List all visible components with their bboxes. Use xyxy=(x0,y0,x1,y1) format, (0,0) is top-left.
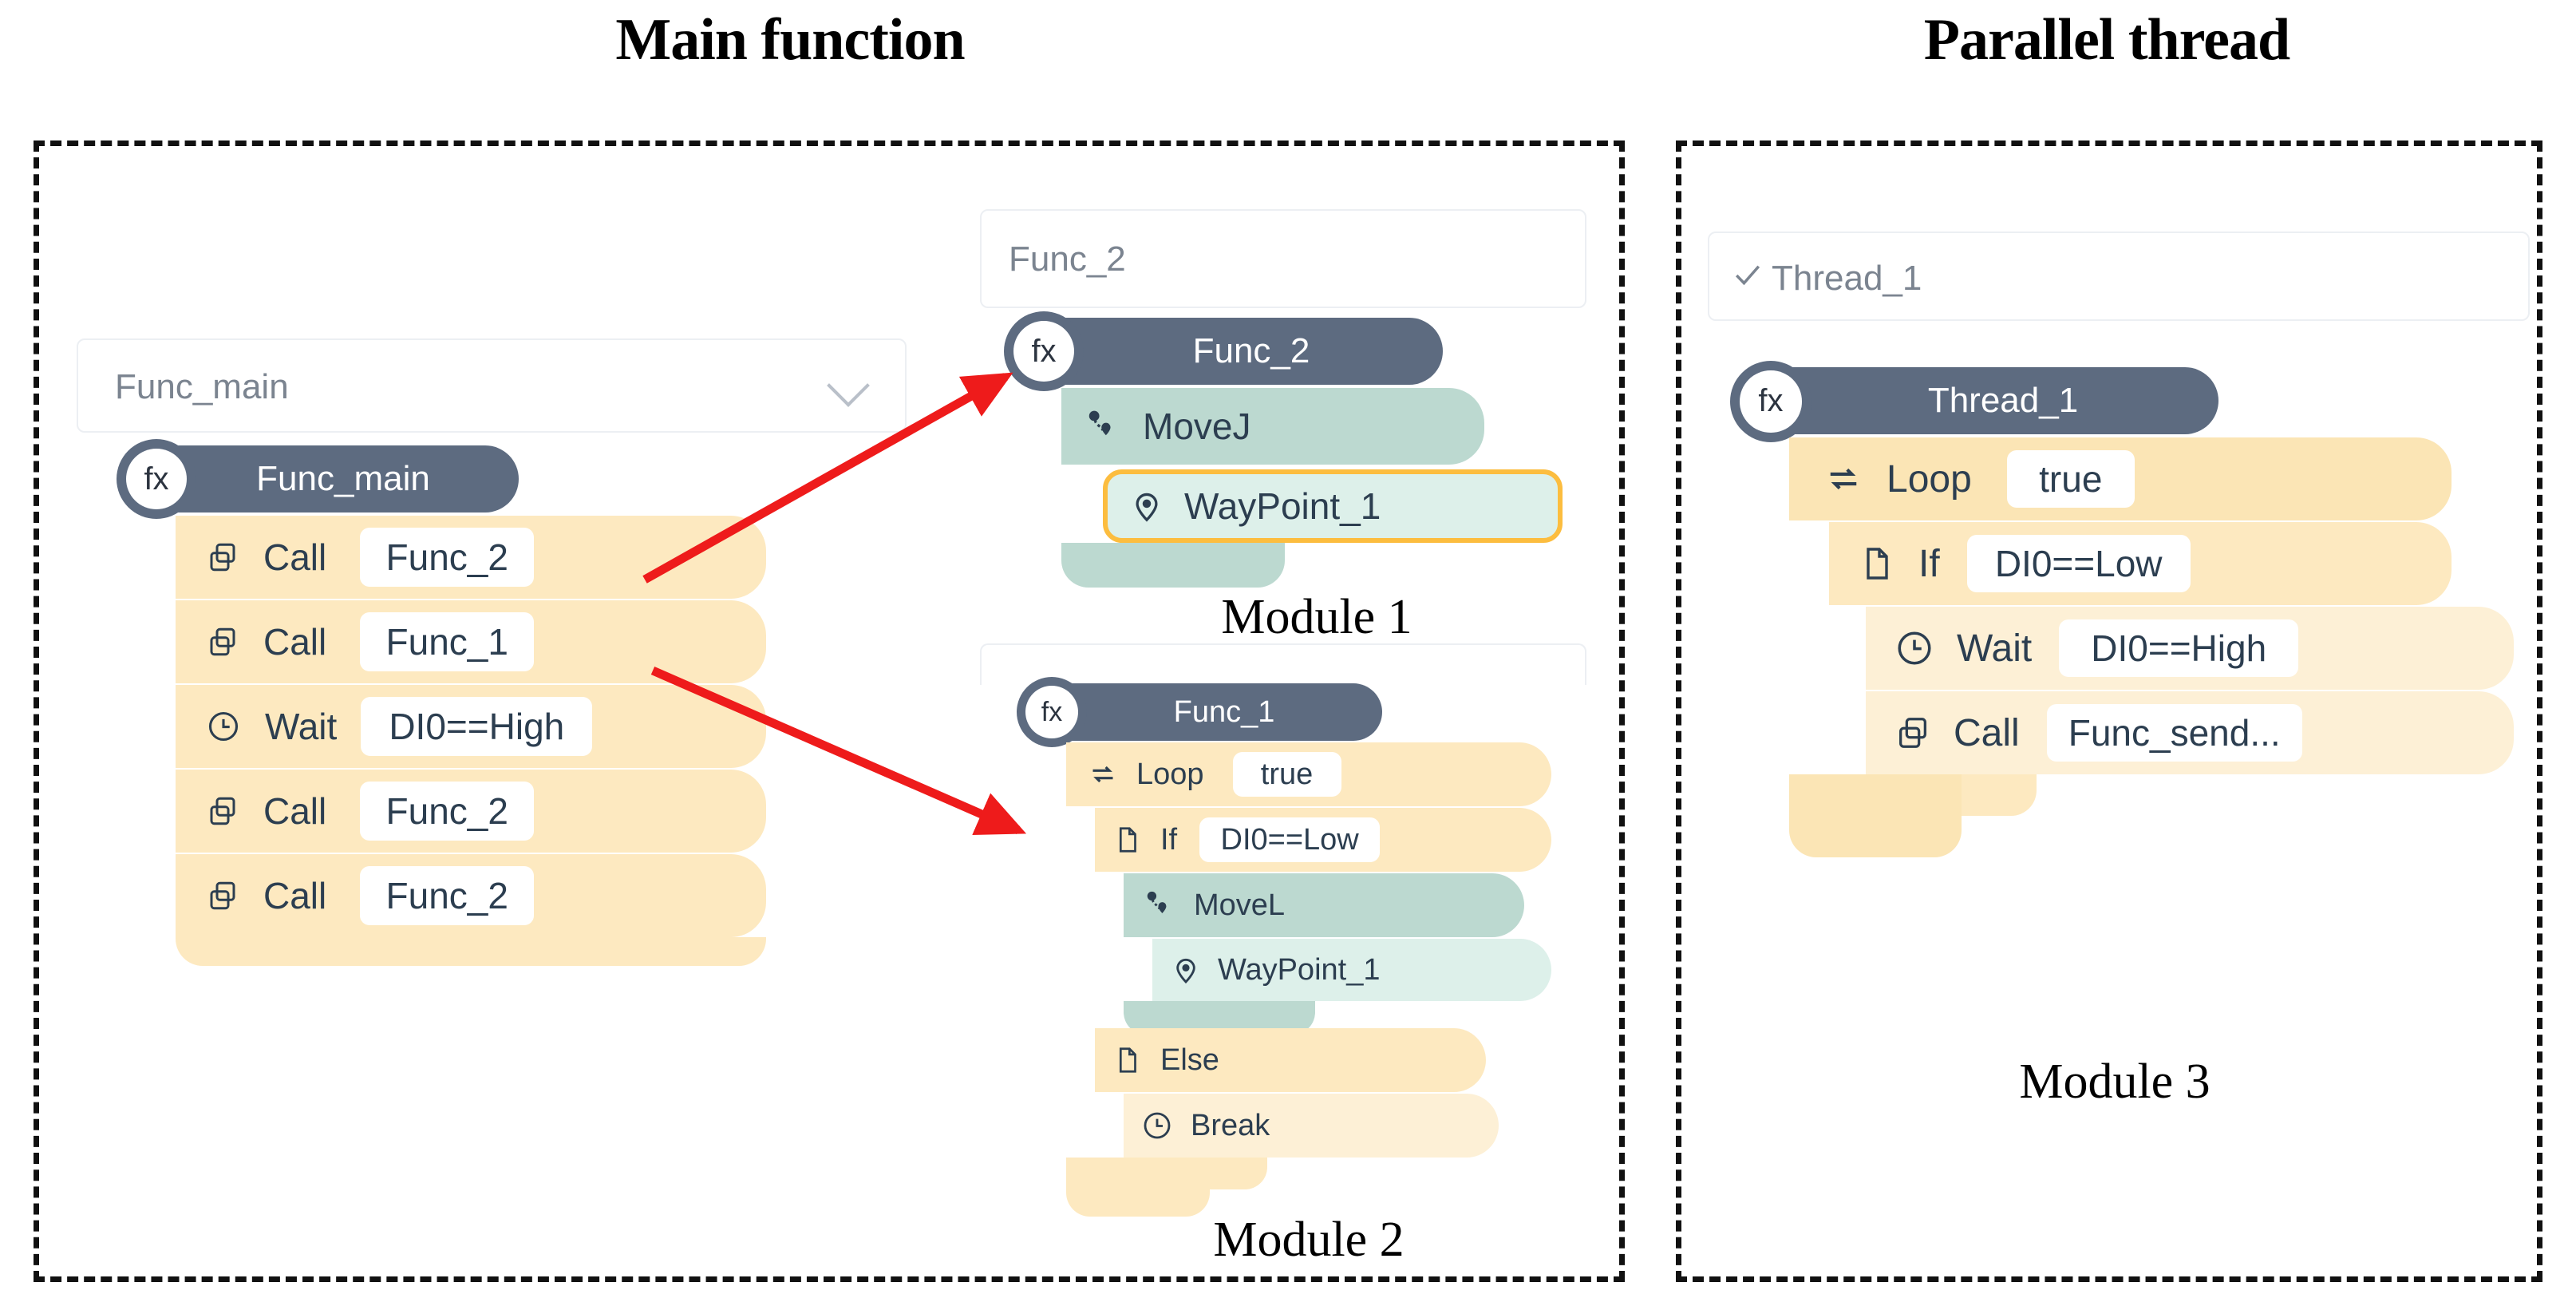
call-icon xyxy=(206,625,239,659)
loop-icon xyxy=(1823,458,1864,500)
main-row-2-value[interactable]: DI0==High xyxy=(361,697,593,756)
call-icon xyxy=(206,794,239,828)
function-selector-value: Func_main xyxy=(115,367,289,406)
header-parallel-thread: Parallel thread xyxy=(1923,7,2290,73)
module3-row-0-label: Loop xyxy=(1887,457,1972,501)
function-selector[interactable]: Func_main xyxy=(77,338,907,433)
check-icon[interactable] xyxy=(1730,257,1765,292)
main-row-4[interactable]: Call Func_2 xyxy=(176,854,766,937)
main-row-0-label: Call xyxy=(263,536,327,578)
main-row-4-value[interactable]: Func_2 xyxy=(360,866,535,925)
main-row-3-label: Call xyxy=(263,790,327,832)
clock-icon xyxy=(1141,1110,1173,1142)
call-icon xyxy=(1894,714,1931,751)
module2-row-1[interactable]: If DI0==Low xyxy=(1095,808,1551,872)
fx-badge-module1-label: fx xyxy=(1013,321,1074,382)
clock-icon xyxy=(206,709,241,744)
module3-program-title: Thread_1 xyxy=(1927,381,2079,420)
module2-row-4-label: Else xyxy=(1160,1043,1219,1077)
fx-badge-module2: fx xyxy=(1017,677,1087,747)
main-row-0-value[interactable]: Func_2 xyxy=(360,528,535,587)
module3-panel-label: Thread_1 xyxy=(1772,259,1922,298)
module2-row-3-label: WayPoint_1 xyxy=(1218,952,1381,987)
module3-loop-tail xyxy=(1789,774,1962,857)
main-program-tail xyxy=(176,937,766,966)
module3-row-1-value[interactable]: DI0==Low xyxy=(1966,535,2191,592)
module1-row-0[interactable]: MoveJ xyxy=(1061,388,1484,465)
main-program-title: Func_main xyxy=(256,459,430,498)
fx-badge-module3-label: fx xyxy=(1740,370,1802,433)
module2-loop-tail xyxy=(1066,1158,1210,1217)
module2-caption: Module 2 xyxy=(1213,1213,1405,1267)
module3-row-1-label: If xyxy=(1918,542,1940,585)
main-row-1-label: Call xyxy=(263,621,327,663)
module1-row-1[interactable]: WayPoint_1 xyxy=(1103,469,1563,543)
waypoint-icon xyxy=(1170,954,1202,986)
main-row-0[interactable]: Call Func_2 xyxy=(176,516,766,599)
move-path-icon xyxy=(1082,406,1124,447)
fx-badge-main-label: fx xyxy=(126,449,187,509)
module2-panel xyxy=(980,643,1586,685)
module1-caption: Module 1 xyxy=(1221,590,1412,644)
module2-row-1-value[interactable]: DI0==Low xyxy=(1199,817,1381,862)
module3-row-3-value[interactable]: Func_send... xyxy=(2046,704,2302,762)
module3-row-3-label: Call xyxy=(1954,711,2020,754)
call-icon xyxy=(206,879,239,912)
fx-badge-module1: fx xyxy=(1004,311,1084,391)
module1-program-title: Func_2 xyxy=(1192,331,1310,370)
module3-row-2-label: Wait xyxy=(1957,627,2033,670)
module3-row-2-value[interactable]: DI0==High xyxy=(2059,619,2299,677)
module3-row-0-value[interactable]: true xyxy=(2006,450,2135,508)
module1-row-0-label: MoveJ xyxy=(1143,406,1251,447)
module1-panel[interactable]: Func_2 xyxy=(980,209,1586,308)
main-row-1[interactable]: Call Func_1 xyxy=(176,600,766,683)
module2-row-5-label: Break xyxy=(1191,1108,1270,1142)
file-icon xyxy=(1112,1045,1143,1075)
module3-row-1[interactable]: If DI0==Low xyxy=(1829,522,2452,605)
module2-row-4[interactable]: Else xyxy=(1095,1028,1486,1092)
fx-badge-module2-label: fx xyxy=(1025,685,1079,739)
module3-caption: Module 3 xyxy=(2019,1055,2211,1109)
parallel-thread-region xyxy=(1676,140,2542,1282)
module2-row-2-label: MoveL xyxy=(1194,888,1286,922)
module2-row-1-label: If xyxy=(1160,822,1178,857)
module3-row-2[interactable]: Wait DI0==High xyxy=(1866,607,2514,690)
chevron-down-icon[interactable] xyxy=(827,364,870,407)
waypoint-icon xyxy=(1128,488,1165,524)
main-row-2[interactable]: Wait DI0==High xyxy=(176,685,766,768)
file-icon xyxy=(1112,825,1143,855)
main-row-3[interactable]: Call Func_2 xyxy=(176,770,766,853)
fx-badge-main: fx xyxy=(117,439,196,519)
module2-row-0-label: Loop xyxy=(1136,757,1204,791)
module3-row-0[interactable]: Loop true xyxy=(1789,437,2452,520)
module3-panel[interactable]: Thread_1 xyxy=(1708,232,2530,321)
module3-program-header[interactable]: Thread_1 xyxy=(1740,367,2218,434)
module1-row-1-label: WayPoint_1 xyxy=(1184,485,1381,527)
main-row-4-label: Call xyxy=(263,875,327,916)
module1-panel-label: Func_2 xyxy=(1009,239,1126,279)
main-function-region xyxy=(34,140,1625,1282)
module3-row-3[interactable]: Call Func_send... xyxy=(1866,691,2514,774)
module2-row-3[interactable]: WayPoint_1 xyxy=(1152,939,1551,1001)
fx-badge-module3: fx xyxy=(1730,361,1811,442)
module2-row-5[interactable]: Break xyxy=(1124,1094,1499,1158)
loop-icon xyxy=(1087,758,1119,790)
module2-program-title: Func_1 xyxy=(1173,695,1275,729)
file-icon xyxy=(1858,544,1896,583)
call-icon xyxy=(206,540,239,574)
clock-icon xyxy=(1894,628,1934,668)
header-main-function: Main function xyxy=(615,7,965,73)
module2-row-0-value[interactable]: true xyxy=(1232,752,1341,797)
module1-program-tail xyxy=(1061,543,1285,588)
move-path-icon xyxy=(1141,887,1178,924)
module1-program-header[interactable]: Func_2 xyxy=(1012,318,1443,385)
module2-row-0[interactable]: Loop true xyxy=(1066,742,1551,806)
main-row-3-value[interactable]: Func_2 xyxy=(360,782,535,841)
main-row-1-value[interactable]: Func_1 xyxy=(360,612,535,671)
main-row-2-label: Wait xyxy=(265,706,338,747)
module2-row-2[interactable]: MoveL xyxy=(1124,873,1524,937)
